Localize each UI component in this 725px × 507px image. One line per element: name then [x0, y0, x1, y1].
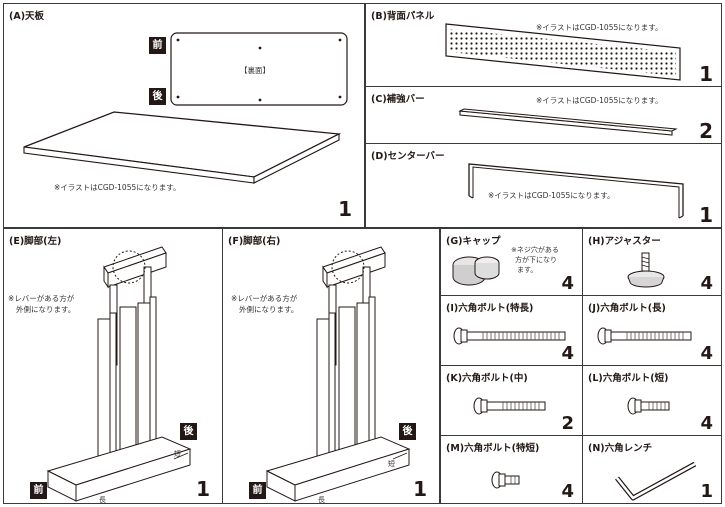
panel-g-cap: (G)キャップ ※ネジ穴がある 方が下になり ます。 4	[440, 228, 583, 296]
board-underside-drawing	[170, 32, 348, 106]
panel-b-note: ※イラストはCGD-1055になります。	[536, 23, 663, 32]
panel-c-note: ※イラストはCGD-1055になります。	[536, 96, 663, 105]
panel-e-note-1: ※レバーがある方が	[8, 294, 75, 303]
panel-d-title: (D)センターバー	[371, 151, 445, 162]
panel-d-center-bar: (D)センターバー ※イラストはCGD-1055になります。 1	[365, 143, 722, 228]
panel-j-title: (J)六角ボルト(長)	[588, 303, 666, 314]
panel-l-title: (L)六角ボルト(短)	[588, 373, 669, 384]
panel-f-note-2: 外側になります。	[239, 305, 299, 314]
panel-n-hex-wrench: (N)六角レンチ 1	[582, 435, 722, 504]
panel-f-title: (F)脚部(右)	[228, 236, 281, 247]
panel-l-bolt-short: (L)六角ボルト(短) 4	[582, 365, 722, 436]
panel-b-back-panel: (B)背面パネル ※イラストはCGD-1055になります。 1	[365, 3, 722, 87]
front-badge: 前	[149, 37, 166, 54]
panel-b-qty: 1	[699, 62, 713, 86]
panel-a-title: (A)天板	[9, 11, 45, 22]
bolt-medium-drawing	[473, 397, 546, 415]
bolt-long-drawing	[597, 327, 692, 345]
panel-l-qty: 4	[700, 413, 713, 434]
panel-i-title: (I)六角ボルト(特長)	[446, 303, 534, 314]
panel-j-bolt-long: (J)六角ボルト(長) 4	[582, 295, 722, 366]
panel-d-qty: 1	[699, 203, 713, 227]
long-label: 長	[318, 496, 325, 504]
panel-g-title: (G)キャップ	[446, 236, 501, 247]
panel-f-qty: 1	[413, 477, 427, 501]
right-leg-drawing	[265, 246, 411, 502]
panel-g-note-1: ※ネジ穴がある	[511, 246, 559, 254]
board-isometric-drawing	[23, 111, 342, 184]
left-leg-drawing	[46, 246, 192, 502]
panel-g-qty: 4	[561, 273, 574, 294]
panel-h-qty: 4	[700, 273, 713, 294]
panel-a-note: ※イラストはCGD-1055になります。	[54, 183, 181, 192]
hex-wrench-drawing	[615, 461, 697, 501]
panel-i-bolt-extra-long: (I)六角ボルト(特長) 4	[440, 295, 583, 366]
reinforcement-bar-drawing	[458, 108, 678, 136]
panel-c-reinforcement-bar: (C)補強バー ※イラストはCGD-1055になります。 2	[365, 86, 722, 144]
panel-k-qty: 2	[561, 413, 574, 434]
panel-c-qty: 2	[699, 119, 713, 143]
panel-f-note-1: ※レバーがある方が	[231, 294, 298, 303]
panel-e-left-leg: (E)脚部(左) ※レバーがある方が 外側になります。 後 短 長 前 1	[3, 228, 223, 504]
adjuster-drawing	[627, 252, 665, 288]
panel-d-note: ※イラストはCGD-1055になります。	[488, 191, 615, 200]
back-badge: 後	[180, 423, 197, 440]
bolt-short-drawing	[627, 397, 670, 415]
long-label: 長	[99, 496, 106, 504]
panel-c-title: (C)補強バー	[371, 94, 425, 105]
panel-a-top-board: (A)天板 前 後 【裏面】 ※イラストはCGD-1055になります。 1	[3, 3, 365, 228]
front-badge: 前	[30, 482, 47, 499]
panel-j-qty: 4	[700, 343, 713, 364]
bolt-extra-long-drawing	[453, 327, 566, 345]
panel-f-right-leg: (F)脚部(右) ※レバーがある方が 外側になります。 後 短 長 前 1	[222, 228, 440, 504]
panel-n-qty: 1	[700, 481, 713, 502]
panel-k-bolt-medium: (K)六角ボルト(中) 2	[440, 365, 583, 436]
back-badge: 後	[149, 88, 166, 105]
short-label: 短	[174, 450, 181, 458]
panel-k-title: (K)六角ボルト(中)	[446, 373, 528, 384]
panel-g-note-2: 方が下になり	[515, 256, 557, 264]
panel-g-note-3: ます。	[517, 266, 538, 274]
back-panel-drawing	[445, 23, 681, 81]
underside-label: 【裏面】	[240, 66, 270, 75]
bolt-extra-short-drawing	[491, 471, 520, 489]
back-badge: 後	[399, 423, 416, 440]
panel-m-qty: 4	[561, 481, 574, 502]
panel-a-qty: 1	[338, 197, 352, 221]
panel-e-title: (E)脚部(左)	[9, 236, 62, 247]
panel-e-qty: 1	[196, 477, 210, 501]
panel-m-bolt-extra-short: (M)六角ボルト(特短) 4	[440, 435, 583, 504]
panel-b-title: (B)背面パネル	[371, 11, 435, 22]
front-badge: 前	[249, 482, 266, 499]
panel-h-title: (H)アジャスター	[588, 236, 661, 247]
panel-m-title: (M)六角ボルト(特短)	[446, 443, 540, 454]
short-label: 短	[388, 460, 395, 468]
panel-n-title: (N)六角レンチ	[588, 443, 653, 454]
cap-drawing	[452, 256, 500, 286]
center-bar-drawing	[468, 163, 684, 219]
panel-h-adjuster: (H)アジャスター 4	[582, 228, 722, 296]
panel-e-note-2: 外側になります。	[16, 305, 76, 314]
panel-i-qty: 4	[561, 343, 574, 364]
